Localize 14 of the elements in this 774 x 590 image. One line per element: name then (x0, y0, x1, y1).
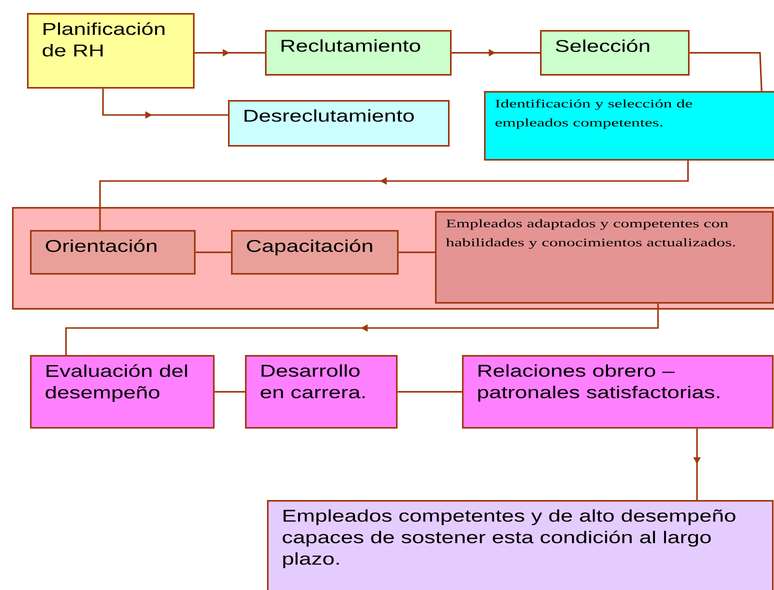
note-box: Empleados adaptados y competentes con habilidades y conocimientos actualizados. (435, 211, 774, 304)
arrow (99, 160, 689, 230)
result-box: Empleados competentes y de alto desempeño capaces de sostener esta condición al largo plazo. (267, 500, 774, 590)
process-box: Planificación de RH (27, 13, 195, 89)
arrow (65, 304, 659, 355)
process-box: Desreclutamiento (228, 100, 450, 147)
process-box: Orientación (30, 230, 196, 275)
process-box: Relaciones obrero – patronales satisfactorias. (462, 355, 774, 429)
process-box: Evaluación del desempeño (30, 355, 215, 429)
note-box: Identificación y selección de empleados competentes. (484, 91, 774, 161)
process-box: Reclutamiento (265, 30, 452, 76)
process-box: Selección (540, 30, 690, 76)
process-box: Desarrollo en carrera. (245, 355, 398, 429)
process-box: Capacitación (231, 230, 399, 275)
